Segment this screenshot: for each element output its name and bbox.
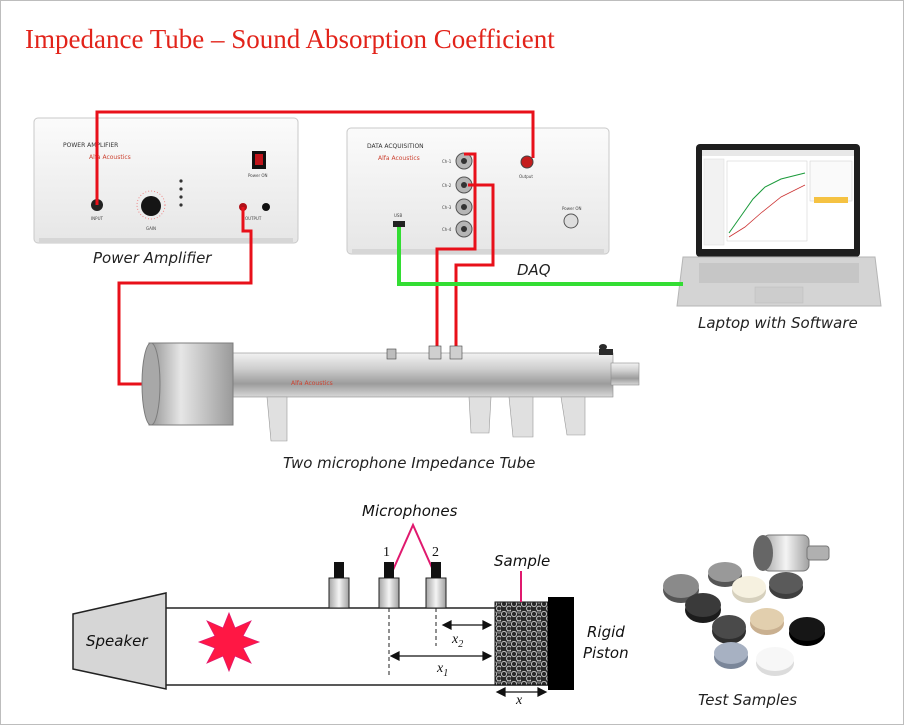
laptop-image — [676, 144, 882, 307]
daq-unit: DATA ACQUISITION Alfa Acoustics USB Ch-1… — [346, 127, 610, 255]
daq-power-label: Power ON — [562, 206, 582, 211]
daq-ch2-label: Ch-2 — [442, 183, 452, 188]
signal-cables — [95, 110, 535, 386]
daq-ch3-label: Ch-3 — [442, 205, 452, 210]
mic1-holder — [378, 577, 400, 609]
daq-usb-label: USB — [394, 213, 402, 218]
amp-output-to-speaker-cable — [117, 207, 253, 386]
power-amplifier-unit: POWER AMPLIFIER Alfa Acoustics INPUT GAI… — [33, 117, 299, 244]
daq-ch1-label: Ch-1 — [442, 159, 452, 164]
daq-usb-port — [393, 221, 405, 227]
daq-brand-label: Alfa Acoustics — [378, 155, 420, 162]
mic1-to-daq-ch1-cable — [435, 152, 477, 347]
daq-output-label: Output — [519, 174, 533, 179]
mic2-number: 2 — [432, 545, 439, 560]
x1-dimension-arrow — [389, 651, 493, 661]
sound-source-star — [197, 611, 261, 673]
impedance-tube-image: Alfa Acoustics — [141, 342, 640, 442]
x-label: x — [515, 693, 523, 708]
piston-label: Piston — [583, 644, 629, 662]
amp-output-jack-black — [262, 203, 270, 211]
daq-output-jack — [520, 155, 534, 169]
microphone-pointer-lines — [392, 522, 434, 571]
daq-panel-label: DATA ACQUISITION — [367, 143, 424, 150]
x-dimension-arrow — [495, 687, 548, 697]
test-samples-caption: Test Samples — [698, 691, 797, 709]
x2-dimension-arrow — [441, 620, 493, 630]
amp-brand-label: Alfa Acoustics — [89, 154, 131, 161]
sample-label: Sample — [494, 552, 550, 570]
amp-gain-knob — [141, 196, 161, 216]
tube-schematic: Microphones 1 2 Speaker Sample Rigid Pis… — [72, 502, 629, 708]
daq-power-button — [563, 213, 579, 229]
test-samples-image — [663, 534, 830, 676]
tube-brand-label: Alfa Acoustics — [291, 380, 333, 387]
amp-output-label: OUTPUT — [245, 216, 262, 221]
microphones-label: Microphones — [362, 502, 458, 520]
amp-input-label: INPUT — [91, 216, 104, 221]
x1-label: x1 — [436, 661, 448, 679]
amp-panel-label: POWER AMPLIFIER — [63, 142, 118, 149]
daq-caption: DAQ — [517, 261, 551, 279]
amp-led-meter — [179, 179, 183, 207]
power-amplifier-caption: Power Amplifier — [93, 249, 212, 267]
rigid-label: Rigid — [587, 623, 625, 641]
sample-block — [494, 601, 549, 686]
daq-ch4-label: Ch-4 — [442, 227, 452, 232]
mic-reference-holder — [328, 577, 350, 609]
laptop-caption: Laptop with Software — [698, 314, 858, 332]
usb-cable — [397, 227, 683, 286]
amp-gain-scale — [136, 190, 166, 220]
page-title: Impedance Tube – Sound Absorption Coeffi… — [25, 24, 555, 54]
mic2-to-daq-ch2-cable — [454, 183, 495, 347]
amp-power-label: Power ON — [248, 173, 268, 178]
mic2-holder — [425, 577, 447, 609]
speaker-label: Speaker — [86, 632, 148, 650]
rigid-piston-block — [548, 597, 574, 690]
speaker-shape — [72, 592, 167, 690]
mic1-number: 1 — [383, 545, 390, 560]
daq-bnc-connectors — [455, 152, 473, 238]
tube-caption: Two microphone Impedance Tube — [283, 454, 535, 472]
x2-label: x2 — [451, 632, 463, 650]
amp-gain-label: GAIN — [146, 226, 156, 231]
daq-output-to-amp-input-cable — [95, 110, 535, 205]
